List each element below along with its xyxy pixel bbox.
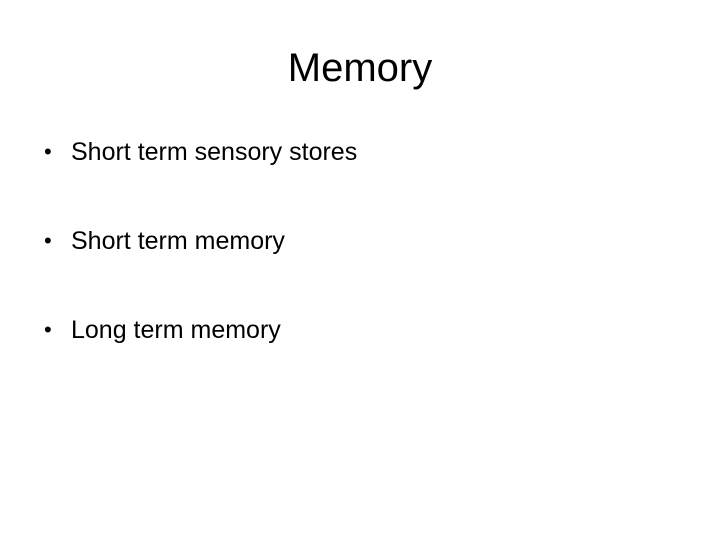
bullet-text: Short term sensory stores <box>71 138 358 166</box>
bullet-list: • Short term sensory stores • Short term… <box>44 130 357 397</box>
bullet-text: Short term memory <box>71 227 285 255</box>
slide-title: Memory <box>287 46 433 90</box>
bullet-dot-icon: • <box>44 228 52 253</box>
bullet-item: • Short term memory <box>44 219 357 263</box>
bullet-dot-icon: • <box>44 317 52 342</box>
bullet-dot-icon: • <box>44 139 52 164</box>
bullet-text: Long term memory <box>71 316 281 344</box>
bullet-item: • Long term memory <box>44 308 357 352</box>
bullet-item: • Short term sensory stores <box>44 130 357 174</box>
